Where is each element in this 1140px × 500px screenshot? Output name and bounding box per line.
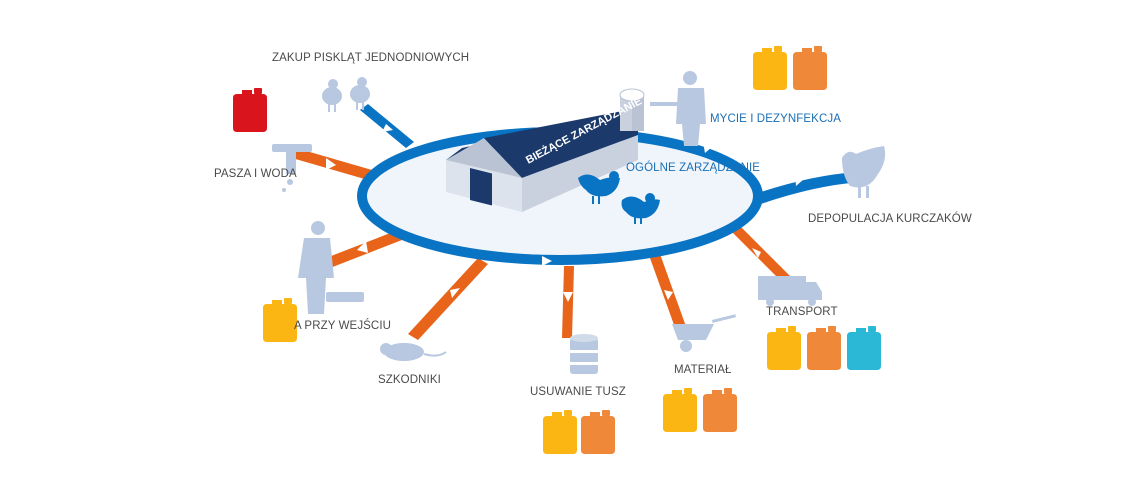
feeder-icon bbox=[272, 144, 312, 192]
label-transport: TRANSPORT bbox=[766, 306, 838, 318]
truck-icon bbox=[758, 276, 822, 306]
label-material: MATERIAŁ bbox=[674, 364, 732, 376]
label-usuwanie: USUWANIE TUSZ bbox=[530, 386, 626, 398]
label-szkodniki: SZKODNIKI bbox=[378, 374, 441, 386]
label-depopulacja: DEPOPULACJA KURCZAKÓW bbox=[808, 213, 972, 225]
hen-icons bbox=[578, 171, 660, 224]
barn-icon bbox=[446, 88, 645, 212]
label-mycie: MYCIE I DEZYNFEKCJA bbox=[710, 113, 841, 125]
worker-icon bbox=[298, 221, 364, 314]
label-higiena: A PRZY WEJŚCIU bbox=[294, 320, 392, 332]
chick-icon bbox=[322, 77, 370, 112]
wheelbarrow-icon bbox=[672, 314, 737, 352]
label-ogolne: OGÓLNE ZARZĄDZANIE bbox=[626, 162, 761, 174]
rat-icon bbox=[380, 343, 447, 361]
chicken-icon bbox=[842, 146, 886, 198]
label-pasza: PASZA I WODA bbox=[214, 168, 297, 180]
barrel-icon bbox=[570, 334, 598, 374]
worker-spraying-icon bbox=[650, 71, 706, 146]
label-zakup: ZAKUP PISKLĄT JEDNODNIOWYCH bbox=[272, 52, 470, 64]
